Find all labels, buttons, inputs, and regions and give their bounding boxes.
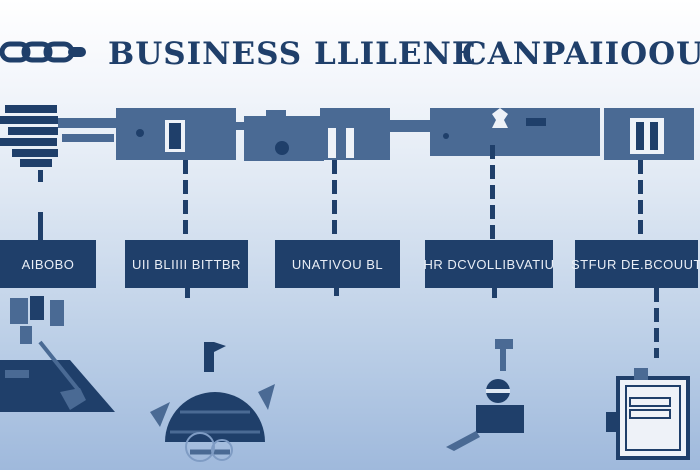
striped-block — [0, 105, 58, 167]
connector-4-lower — [492, 288, 497, 298]
stage-box-3: UNATIVOU BL — [275, 240, 400, 288]
stage-box-5: STFUR DE.BCOUUT — [571, 240, 700, 288]
connector-5-lower — [654, 288, 659, 358]
connector-3 — [332, 160, 337, 240]
connector-3-lower — [334, 288, 339, 296]
connector-2 — [183, 160, 188, 240]
connector-4 — [490, 145, 495, 240]
connector-1b — [38, 212, 43, 240]
connector-band — [0, 105, 694, 167]
stage-box-1: AIBOBO — [0, 240, 96, 288]
stage-box-4: HR DCVOLLIBVATIU — [423, 240, 554, 288]
funnel-icon — [0, 296, 115, 412]
connector-5 — [638, 160, 643, 240]
title-row: BUSINESS LLILENE CANPAIIOOU — [0, 30, 700, 80]
connector-1a — [38, 170, 43, 182]
page-title-left: BUSINESS LLILENE — [108, 36, 477, 72]
connector-2-lower — [185, 288, 190, 298]
key-icon — [446, 339, 524, 451]
document-icon — [606, 368, 690, 460]
chain-logo-icon — [0, 41, 86, 63]
stage-box-2: UII BLIIII BITTBR — [125, 240, 248, 288]
node-4 — [430, 108, 600, 156]
globe-icon — [150, 342, 275, 462]
page-title-right: CANPAIIOOU — [462, 36, 700, 72]
